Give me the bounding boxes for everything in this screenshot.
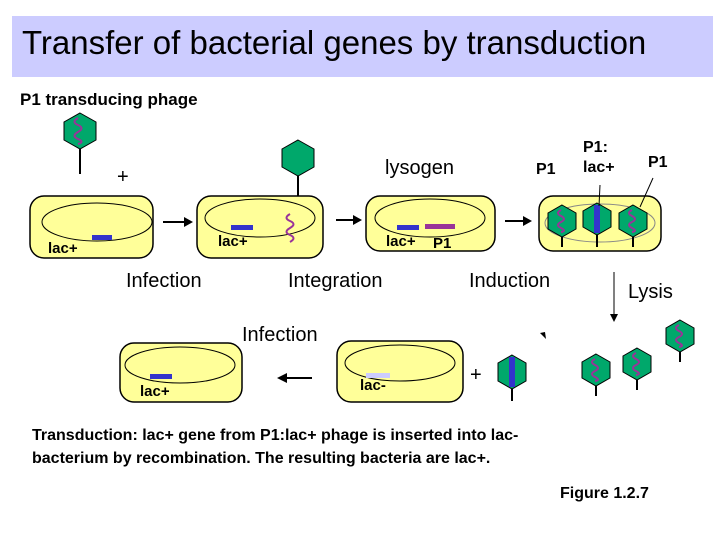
lac-plus-label: lac+ xyxy=(48,240,78,257)
cell-6-lac-plus xyxy=(119,342,243,403)
p1-label: P1 xyxy=(536,161,556,178)
phage-heading: P1 transducing phage xyxy=(20,90,198,109)
arrow-icon xyxy=(336,215,362,225)
phage-p1-icon xyxy=(618,204,648,247)
phage-p1-lac-icon xyxy=(497,354,527,401)
p1-integrated-label: P1 xyxy=(433,235,452,252)
lysogen-label: lysogen xyxy=(385,157,454,179)
lac-plus-label: lac+ xyxy=(386,233,416,250)
down-arrow-icon xyxy=(610,272,618,322)
cell-4-induction xyxy=(538,195,662,252)
phage-p1-lac-icon xyxy=(582,202,612,247)
plus-sign: + xyxy=(117,166,129,188)
infection-label: Infection xyxy=(242,324,318,346)
integrated-p1 xyxy=(425,224,455,229)
arrow-icon xyxy=(505,216,532,226)
p1-dna xyxy=(285,213,295,243)
lysis-label: Lysis xyxy=(628,281,673,303)
lac-minus-label: lac- xyxy=(360,377,386,394)
left-arrow-icon xyxy=(277,373,312,383)
page-title: Transfer of bacterial genes by transduct… xyxy=(22,24,647,61)
infection-label: Infection xyxy=(126,270,202,292)
title-bar: Transfer of bacterial genes by transduct… xyxy=(12,16,713,77)
p1-lac-label: P1: lac+ xyxy=(583,139,615,176)
arrow-icon xyxy=(163,217,193,227)
phage-p1-icon xyxy=(581,353,611,396)
p1-label: P1 xyxy=(648,154,668,171)
empty-phage-icon xyxy=(281,139,315,196)
lac-plus-gene xyxy=(92,235,112,240)
cell-2 xyxy=(196,195,324,259)
phage-p1-icon xyxy=(665,319,695,362)
cell-3-lysogen xyxy=(365,195,496,252)
figure-label: Figure 1.2.7 xyxy=(560,485,649,502)
lac-plus-gene xyxy=(397,225,419,230)
p1-phage-icon xyxy=(63,112,97,174)
phage-p1-icon xyxy=(547,204,577,247)
lac-plus-gene xyxy=(231,225,253,230)
lac-minus-gene xyxy=(366,373,390,378)
lac-plus-gene xyxy=(150,374,172,379)
lac-plus-label: lac+ xyxy=(218,233,248,250)
lac-plus-label: lac+ xyxy=(140,383,170,400)
phage-p1-icon xyxy=(622,347,652,390)
integration-label: Integration xyxy=(288,270,383,292)
induction-label: Induction xyxy=(469,270,551,292)
plus-sign: + xyxy=(470,364,482,386)
cell-5-lac-minus xyxy=(336,340,464,403)
arrowhead-icon xyxy=(540,332,546,339)
caption-text: Transduction: lac+ gene from P1:lac+ pha… xyxy=(32,427,519,467)
cell-1 xyxy=(29,195,154,259)
